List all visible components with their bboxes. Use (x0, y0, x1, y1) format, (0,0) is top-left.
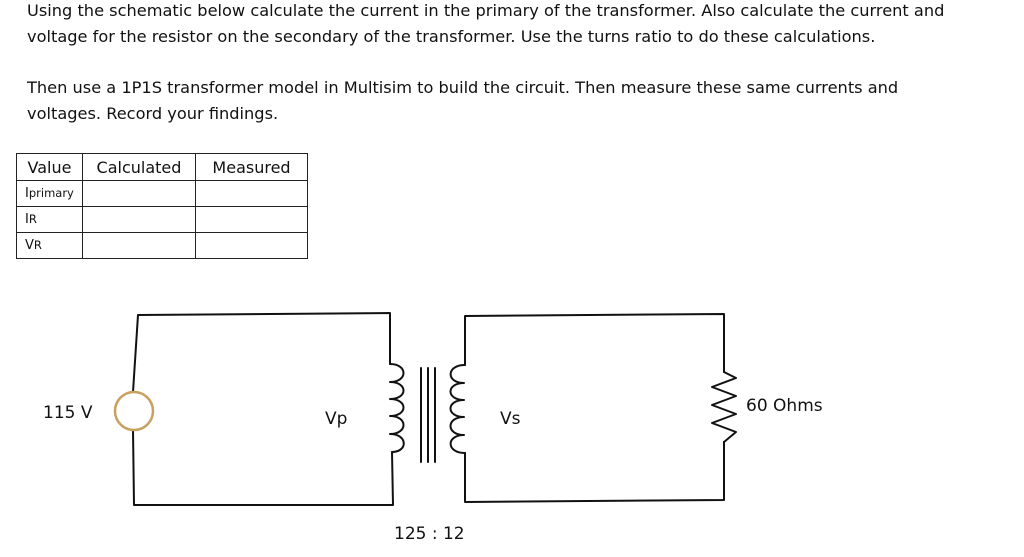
header-measured: Measured (195, 153, 308, 181)
ac-source (113, 390, 155, 432)
instructions-paragraph-2: Then use a 1P1S transformer model in Mul… (27, 75, 898, 127)
label-main: V (25, 238, 34, 253)
calculated-cell[interactable] (82, 180, 196, 207)
measured-cell[interactable] (195, 232, 308, 259)
instructions-paragraph-1: Using the schematic below calculate the … (27, 0, 944, 50)
secondary-coil (449, 364, 466, 454)
label-subscript: R (28, 212, 37, 226)
instructions-line: voltages. Record your findings. (27, 104, 279, 123)
source-voltage-label: 115 V (43, 403, 93, 423)
results-table: Value Calculated Measured Iprimary IR VR (16, 153, 308, 259)
primary-wire-bottom (132, 429, 394, 506)
primary-coil (389, 363, 405, 453)
resistor-label: 60 Ohms (746, 396, 823, 416)
instructions-line: Then use a 1P1S transformer model in Mul… (27, 78, 899, 97)
secondary-wire (464, 313, 725, 373)
table-row: VR (16, 232, 308, 259)
turns-ratio-label: 125 : 12 (394, 524, 465, 544)
primary-wire (132, 312, 391, 393)
table-row: IR (16, 206, 308, 233)
calculated-cell[interactable] (82, 206, 196, 233)
measured-cell[interactable] (195, 206, 308, 233)
label-subscript: primary (28, 186, 74, 200)
resistor (711, 371, 737, 443)
instructions-line: voltage for the resistor on the secondar… (27, 27, 876, 46)
table-row: Iprimary (16, 180, 308, 207)
instructions-line: Using the schematic below calculate the … (27, 1, 945, 20)
label-subscript: R (33, 238, 42, 252)
secondary-wire-bottom (464, 441, 725, 503)
label-main: I (25, 212, 29, 227)
label-main: I (25, 186, 29, 201)
measured-cell[interactable] (195, 180, 308, 207)
secondary-voltage-label: Vs (500, 409, 521, 429)
row-label-i-primary: Iprimary (16, 180, 83, 207)
calculated-cell[interactable] (82, 232, 196, 259)
row-label-v-r: VR (16, 232, 83, 259)
row-label-i-r: IR (16, 206, 83, 233)
primary-voltage-label: Vp (325, 409, 347, 429)
header-value: Value (16, 153, 83, 181)
